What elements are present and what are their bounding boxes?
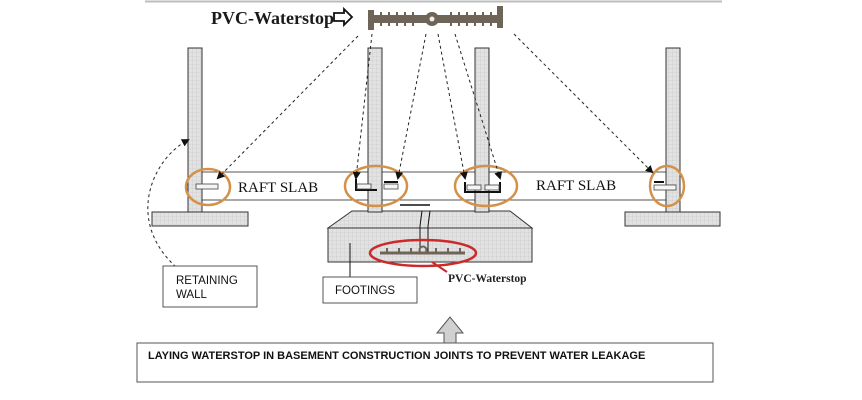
joint-waterstop-2 <box>355 179 399 191</box>
raft-slab-label-left: RAFT SLAB <box>238 180 318 196</box>
pointer-arrow-2 <box>352 33 373 180</box>
footings-label: FOOTINGS <box>335 285 395 297</box>
left-wall-footing <box>151 211 249 227</box>
highlight-joint-1 <box>184 167 232 207</box>
highlight-joint-2 <box>343 164 409 208</box>
central-footing <box>327 227 533 263</box>
highlight-footing-joint <box>368 238 478 268</box>
footing-waterstop <box>380 245 465 255</box>
highlight-joint-3 <box>453 164 519 208</box>
pointer-arrow-5 <box>454 33 503 180</box>
pointer-arrow-3 <box>395 33 427 180</box>
pointer-arrow-6 <box>513 33 654 174</box>
retaining-wall-label-1: RETAINING <box>176 275 238 287</box>
waterstop-profile <box>368 6 503 30</box>
pointer-arrow-4 <box>437 33 468 180</box>
joint-waterstop-1 <box>195 183 219 190</box>
column-2 <box>367 47 383 213</box>
up-arrow-icon <box>435 316 465 343</box>
footing-joint <box>419 210 431 254</box>
retaining-wall-label-2: WALL <box>176 289 207 301</box>
title-label: PVC-Waterstop <box>211 8 334 28</box>
footings-box <box>322 276 418 304</box>
raft-slab-label-right: RAFT SLAB <box>536 178 616 194</box>
caption-text: LAYING WATERSTOP IN BASEMENT CONSTRUCTIO… <box>148 350 645 362</box>
pointer-arrow-retaining <box>147 139 191 279</box>
caption-box <box>136 342 714 383</box>
right-wall-footing <box>624 211 721 227</box>
right-arrow-icon <box>333 6 354 28</box>
joint-waterstop-4 <box>653 181 677 191</box>
joint-waterstop-3 <box>464 182 501 193</box>
highlight-joint-4 <box>648 164 686 208</box>
retaining-wall-box <box>162 265 258 308</box>
column-3 <box>474 47 490 213</box>
pointer-arrow-1 <box>216 35 359 180</box>
footing-waterstop-label: PVC-Waterstop <box>448 273 527 285</box>
